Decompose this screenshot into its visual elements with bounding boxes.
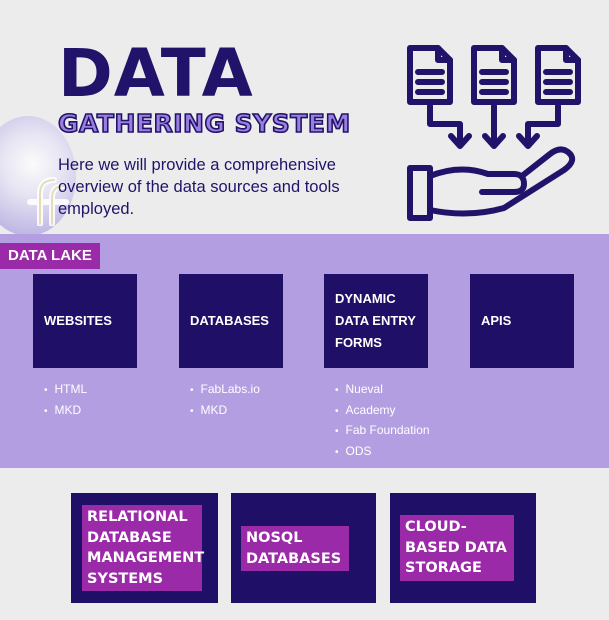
- source-title: APIS: [481, 313, 512, 328]
- list-item: Fab Foundation: [335, 421, 430, 442]
- list-item: Nueval: [335, 380, 430, 401]
- storage-label-nosql: NOSQL DATABASES: [241, 526, 349, 571]
- source-list-databases: FabLabs.io MKD: [190, 380, 260, 421]
- storage-label-cloud: CLOUD-BASED DATA STORAGE: [400, 515, 514, 581]
- source-title: DYNAMIC DATA ENTRY FORMS: [335, 291, 416, 350]
- list-item: HTML: [44, 380, 88, 401]
- documents-into-hand-icon: [407, 45, 581, 221]
- page-title: DATA: [58, 35, 254, 112]
- storage-label-rdbms: RELATIONAL DATABASE MANAGEMENT SYSTEMS: [82, 505, 204, 591]
- source-list-dynamic-forms: Nueval Academy Fab Foundation ODS: [335, 380, 430, 462]
- source-title: DATABASES: [190, 313, 269, 328]
- list-item: Academy: [335, 401, 430, 422]
- source-card-dynamic-forms: DYNAMIC DATA ENTRY FORMS: [324, 274, 428, 368]
- source-list-websites: HTML MKD: [44, 380, 88, 422]
- source-card-databases: DATABASES: [179, 274, 283, 368]
- data-lake-label: DATA LAKE: [0, 243, 100, 269]
- source-title: WEBSITES: [44, 313, 112, 328]
- page-subtitle: GATHERING SYSTEM: [57, 108, 351, 139]
- list-item: MKD: [44, 401, 87, 422]
- list-item: ODS: [335, 442, 430, 463]
- source-card-websites: WEBSITES: [33, 274, 137, 368]
- source-card-apis: APIS: [470, 274, 574, 368]
- list-item: FabLabs.io: [190, 380, 260, 401]
- list-item: MKD: [190, 401, 260, 422]
- intro-text: Here we will provide a comprehensive ove…: [58, 156, 340, 218]
- orb-symbol-icon: [27, 177, 69, 226]
